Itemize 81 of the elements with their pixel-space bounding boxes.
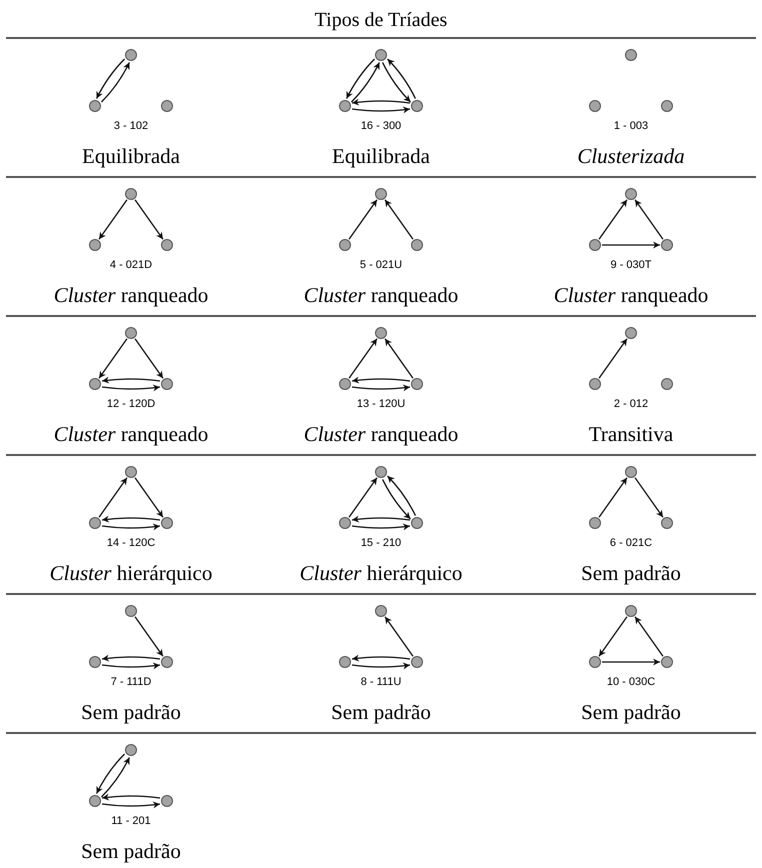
arrow xyxy=(102,384,160,392)
triad-type: Cluster hierárquico xyxy=(298,560,464,586)
arrow xyxy=(102,654,160,662)
arrow xyxy=(598,477,628,518)
arrow xyxy=(348,199,378,240)
arrow xyxy=(134,616,164,657)
triad-code: 7 - 111D xyxy=(110,675,152,689)
triad-code: 3 - 102 xyxy=(112,119,150,133)
arrow xyxy=(352,384,410,392)
triad-type: Sem padrão xyxy=(580,560,682,586)
arrow xyxy=(134,338,164,379)
arrow xyxy=(382,62,411,102)
arrow xyxy=(101,757,130,798)
triad-type: Transitiva xyxy=(588,421,674,447)
triad-type: Clusterizada xyxy=(576,143,686,169)
arrow xyxy=(602,242,660,248)
arrow xyxy=(384,338,414,379)
arrow xyxy=(352,516,410,523)
arrow xyxy=(384,616,414,657)
table-header: Tipos de Tríades xyxy=(314,8,448,32)
arrow xyxy=(634,616,664,657)
triad-code: 9 - 030T xyxy=(610,258,652,272)
arrow xyxy=(134,199,164,240)
arrow xyxy=(102,794,160,801)
arrow xyxy=(134,477,164,518)
triad-code: 10 - 030C xyxy=(606,675,656,689)
triad-type: Equilibrada xyxy=(331,143,431,169)
arrow xyxy=(387,476,416,516)
triad-type: Sem padrão xyxy=(580,699,682,725)
arrow xyxy=(352,106,410,114)
arrow xyxy=(598,616,628,657)
arrow xyxy=(348,338,378,379)
triad-type: Cluster ranqueado xyxy=(552,282,710,308)
arrow xyxy=(387,58,416,99)
triad-type: Cluster ranqueado xyxy=(302,282,460,308)
triad-code: 1 - 003 xyxy=(612,119,650,133)
triad-code: 15 - 210 xyxy=(360,536,402,550)
arrow xyxy=(96,754,125,794)
arrow xyxy=(352,376,410,384)
arrow xyxy=(346,58,375,99)
arrow xyxy=(102,801,160,808)
arrow xyxy=(602,658,660,666)
triad-code: 4 - 021D xyxy=(108,258,154,272)
arrow xyxy=(352,523,410,530)
arrow xyxy=(352,662,410,670)
arrow xyxy=(102,516,160,523)
arrow xyxy=(102,376,160,384)
triad-code: 14 - 120C xyxy=(106,536,156,550)
triad-code: 6 - 021C xyxy=(608,536,654,550)
triad-type: Sem padrão xyxy=(330,699,432,725)
triad-type: Cluster ranqueado xyxy=(52,421,210,447)
arrow xyxy=(382,479,411,520)
arrow xyxy=(98,199,128,240)
arrow xyxy=(384,199,414,240)
triad-code: 13 - 120U xyxy=(356,397,406,411)
triad-code: 16 - 300 xyxy=(360,119,402,133)
triad-code: 2 - 012 xyxy=(612,397,650,411)
arrow xyxy=(598,338,628,379)
triad-type: Cluster hierárquico xyxy=(48,560,214,586)
arrow xyxy=(102,662,160,670)
triad-type: Cluster ranqueado xyxy=(52,282,210,308)
arrow xyxy=(348,477,378,518)
arrow xyxy=(634,477,664,518)
arrow xyxy=(351,62,380,102)
triad-type: Cluster ranqueado xyxy=(302,421,460,447)
triad-code: 8 - 111U xyxy=(360,675,402,689)
triad-code: 12 - 120D xyxy=(106,397,156,411)
triad-type: Sem padrão xyxy=(80,838,182,864)
arrow xyxy=(102,523,160,530)
triad-code: 5 - 021U xyxy=(358,258,404,272)
arrow xyxy=(598,199,628,240)
triad-type: Equilibrada xyxy=(81,143,181,169)
arrow xyxy=(98,477,128,518)
arrow xyxy=(352,654,410,662)
arrow xyxy=(101,62,130,102)
arrow xyxy=(634,199,664,240)
arrow xyxy=(352,98,410,106)
triad-type: Sem padrão xyxy=(80,699,182,725)
arrow xyxy=(96,58,125,99)
triad-code: 11 - 201 xyxy=(110,814,152,828)
arrow xyxy=(98,338,128,379)
